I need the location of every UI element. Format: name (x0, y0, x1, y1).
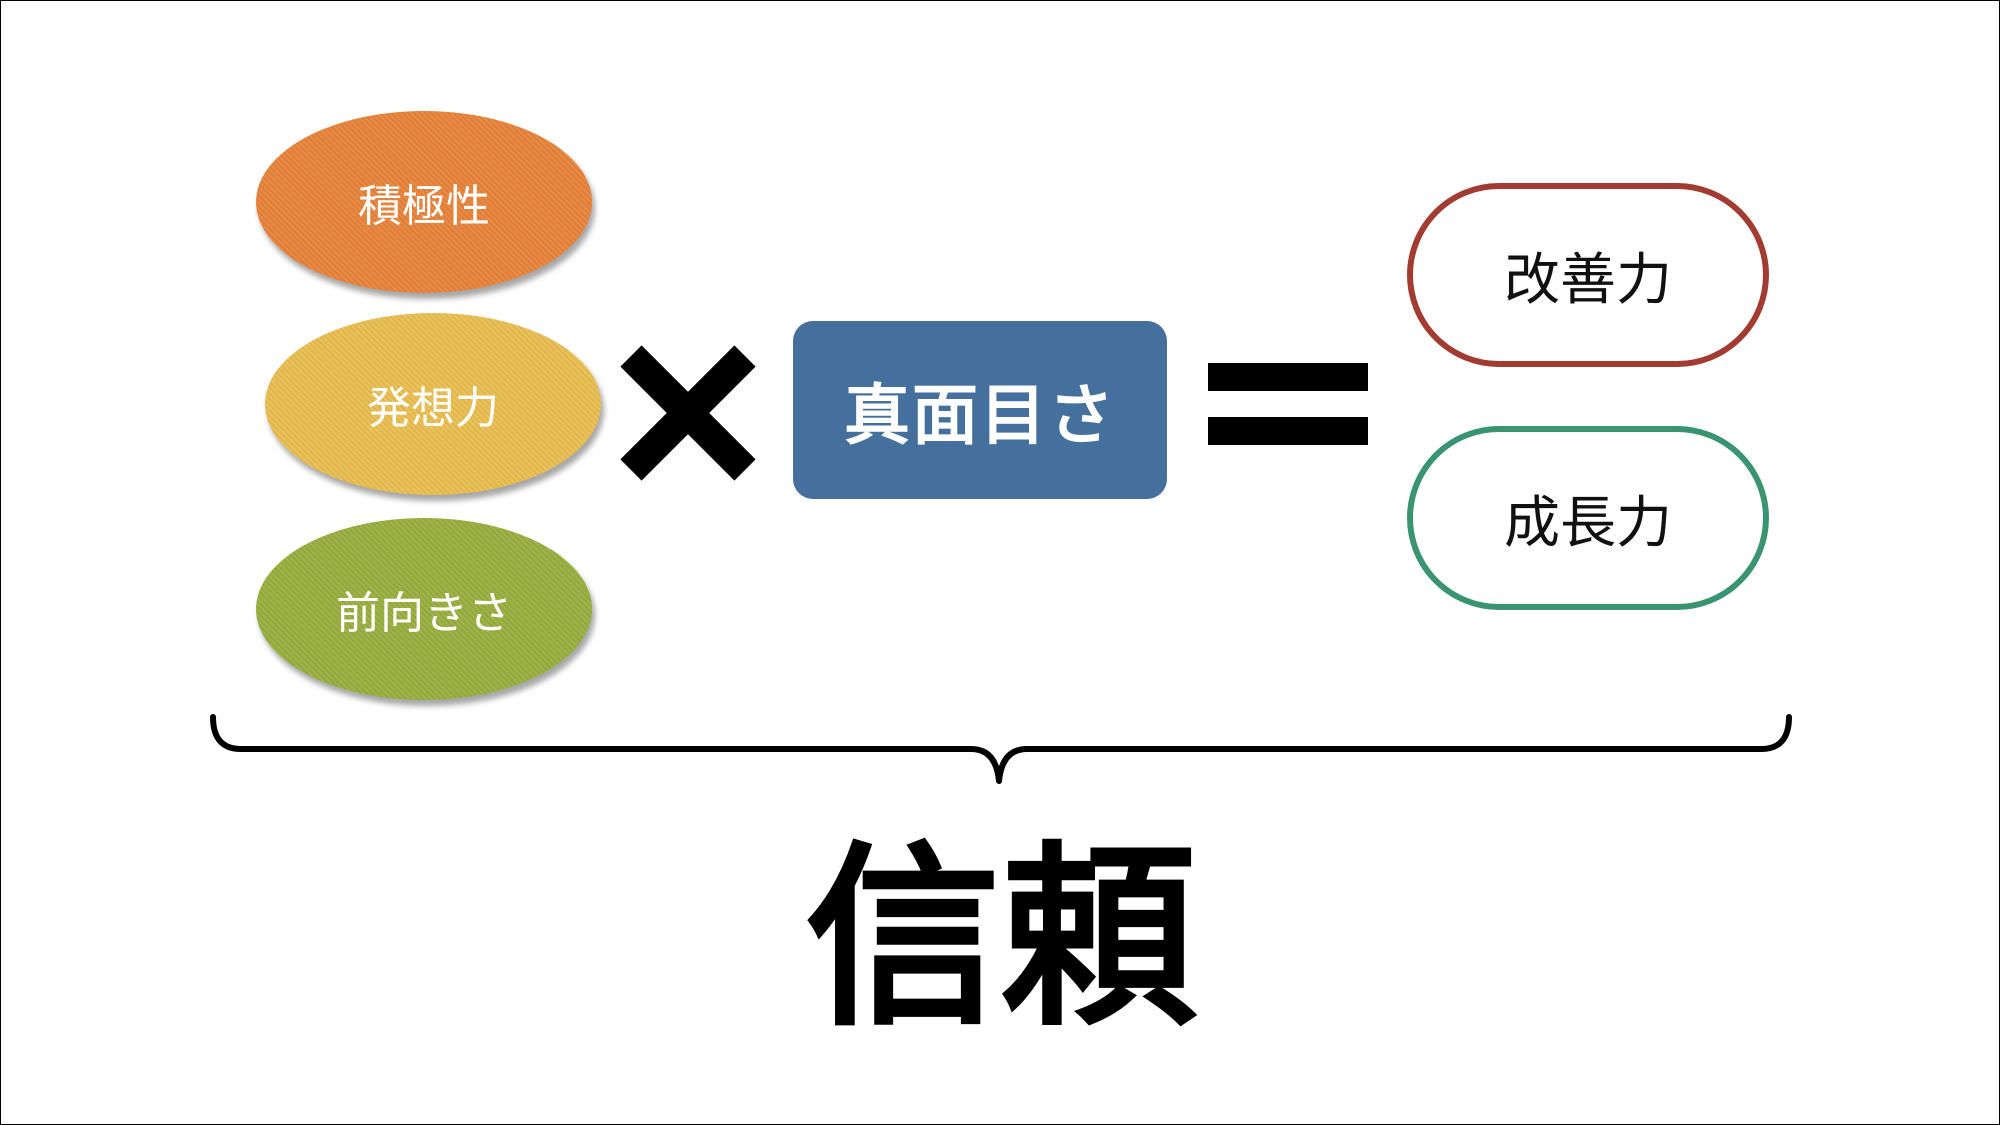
equals-bar-top (1208, 363, 1368, 391)
multiply-icon (620, 345, 756, 481)
result-label: 改善力 (1504, 247, 1672, 313)
quality-label: 前向きさ (336, 588, 512, 639)
outcome-title: 信頼 (601, 801, 1401, 1053)
equals-icon (1208, 363, 1368, 445)
equals-bar-bottom (1208, 417, 1368, 445)
core-quality-label: 真面目さ (844, 377, 1116, 454)
quality-label: 発想力 (367, 383, 499, 434)
core-quality-box: 真面目さ (793, 321, 1167, 499)
quality-ellipse-proactiveness: 積極性 (256, 111, 592, 293)
outcome-label: 信頼 (804, 822, 1197, 1053)
result-label: 成長力 (1504, 490, 1672, 556)
result-box-improvement: 改善力 (1407, 183, 1769, 367)
quality-ellipse-positivity: 前向きさ (256, 518, 592, 700)
quality-label: 積極性 (358, 181, 490, 232)
quality-ellipse-creativity: 発想力 (265, 313, 601, 495)
result-box-growth: 成長力 (1407, 426, 1769, 610)
curly-brace (210, 714, 1792, 784)
